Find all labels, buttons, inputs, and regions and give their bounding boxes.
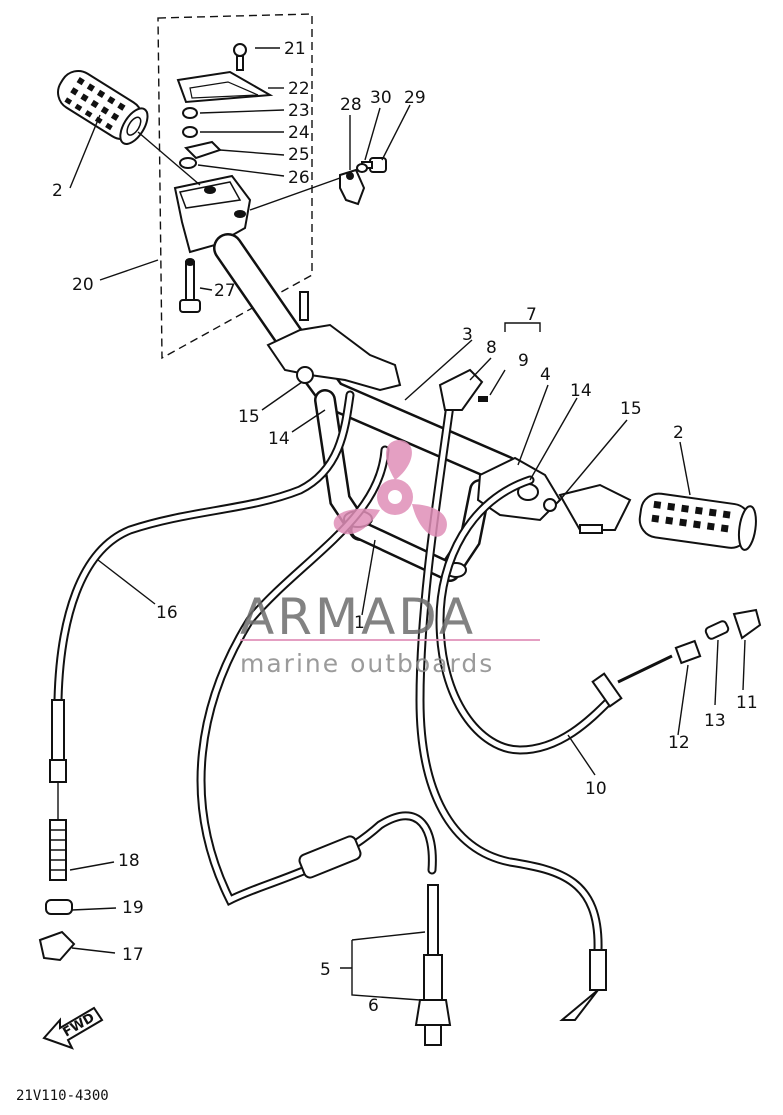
callout-14-left: 14 — [268, 429, 290, 449]
right-adjuster-15 — [543, 483, 632, 534]
boot-6 — [414, 999, 452, 1046]
plate-25 — [184, 140, 222, 160]
cable-8-lower-end — [559, 949, 607, 1021]
callout-18: 18 — [118, 851, 140, 871]
callout-13: 13 — [704, 711, 726, 731]
callout-28: 28 — [340, 95, 362, 115]
callout-11: 11 — [736, 693, 758, 713]
watermark-brand: ARMADA — [240, 588, 476, 646]
callout-24: 24 — [288, 123, 310, 143]
washer-24 — [182, 126, 198, 138]
callout-3: 3 — [462, 325, 473, 345]
nut-23 — [182, 107, 198, 119]
left-lever-assembly — [266, 291, 402, 392]
callout-7: 7 — [526, 305, 537, 325]
callout-29: 29 — [404, 88, 426, 108]
callout-8: 8 — [486, 338, 497, 358]
callout-2-right: 2 — [673, 423, 684, 443]
screw-21 — [233, 43, 247, 71]
callout-6: 6 — [368, 996, 379, 1016]
callout-12: 12 — [668, 733, 690, 753]
clip-11 — [732, 608, 762, 640]
armada-watermark: ARMADA marine outboards — [240, 440, 540, 678]
callout-30: 30 — [370, 88, 392, 108]
bracket-28 — [339, 168, 366, 206]
callout-9: 9 — [518, 351, 529, 371]
cap-22 — [176, 70, 274, 104]
switch-8 — [438, 368, 484, 411]
callout-2-left: 2 — [52, 181, 63, 201]
callout-5: 5 — [320, 960, 331, 980]
left-grip — [57, 69, 149, 145]
callout-14-right: 14 — [570, 381, 592, 401]
callout-22: 22 — [288, 79, 310, 99]
collar-19 — [45, 899, 73, 915]
cable-1-adjuster — [298, 835, 362, 879]
cable-10-end — [591, 654, 673, 708]
fwd-arrow-icon: FWD — [42, 1006, 104, 1050]
clip-17 — [38, 930, 76, 962]
callout-17: 17 — [122, 945, 144, 965]
callout-27: 27 — [214, 281, 236, 301]
cable-16-end — [49, 699, 67, 820]
callout-4: 4 — [540, 365, 551, 385]
callout-10: 10 — [585, 779, 607, 799]
callout-15-left: 15 — [238, 407, 260, 427]
callout-16: 16 — [156, 603, 178, 623]
callout-15-right: 15 — [620, 399, 642, 419]
collar-13 — [704, 620, 730, 640]
callout-20: 20 — [72, 275, 94, 295]
callout-26: 26 — [288, 168, 310, 188]
cable-5 — [423, 884, 443, 1006]
drawing-code: 21V110-4300 — [16, 1088, 109, 1104]
right-grip — [638, 492, 757, 551]
callout-1: 1 — [354, 613, 365, 633]
fwd-label: FWD — [60, 1010, 97, 1040]
spring-12 — [674, 639, 702, 665]
diaphragm-26 — [179, 157, 197, 169]
callout-21: 21 — [284, 39, 306, 59]
screw-9 — [478, 396, 488, 402]
washer-30 — [356, 163, 368, 173]
spring-18 — [49, 819, 67, 881]
watermark-tagline: marine outboards — [240, 649, 494, 678]
pin-27 — [179, 258, 201, 313]
master-cylinder-20 — [173, 174, 252, 254]
leader-lines — [69, 47, 746, 1001]
callout-19: 19 — [122, 898, 144, 918]
callout-23: 23 — [288, 101, 310, 121]
callout-25: 25 — [288, 145, 310, 165]
propeller-logo-icon — [333, 440, 447, 537]
